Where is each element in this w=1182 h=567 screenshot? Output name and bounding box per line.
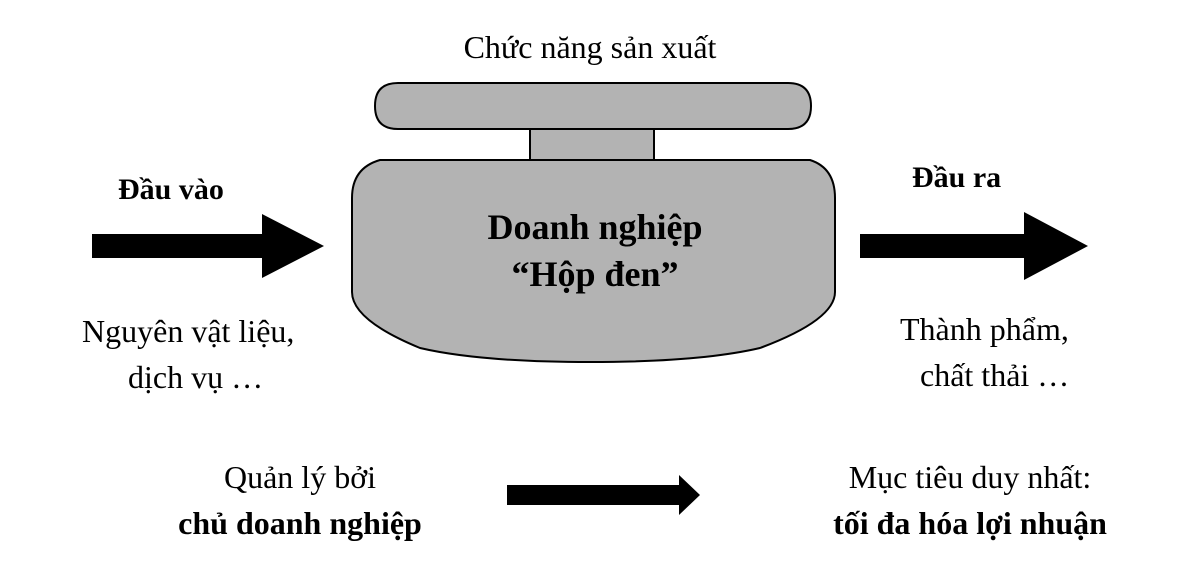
input-description-line-2: dịch vụ …: [128, 359, 264, 395]
goal-line-1: Mục tiêu duy nhất:: [848, 459, 1092, 495]
manager-line-2: chủ doanh nghiệp: [178, 505, 422, 541]
black-box-shape: [351, 159, 836, 364]
management-arrow: [507, 475, 700, 515]
output-description-line-1: Thành phẩm,: [900, 311, 1069, 347]
input-description-line-1: Nguyên vật liệu,: [82, 313, 295, 349]
output-heading: Đầu ra: [912, 161, 1002, 194]
top-bar-shape: [373, 82, 813, 130]
box-subtitle: “Hộp đen”: [511, 254, 679, 294]
goal-line-2: tối đa hóa lợi nhuận: [833, 505, 1107, 541]
manager-line-1: Quản lý bởi: [223, 459, 376, 495]
input-arrow: [92, 214, 324, 278]
output-description-line-2: chất thải …: [920, 357, 1070, 393]
box-title: Doanh nghiệp: [487, 207, 703, 247]
output-arrow: [860, 212, 1088, 280]
top-caption: Chức năng sản xuất: [463, 29, 717, 65]
connector-shape: [529, 128, 655, 161]
input-heading: Đầu vào: [118, 173, 224, 206]
